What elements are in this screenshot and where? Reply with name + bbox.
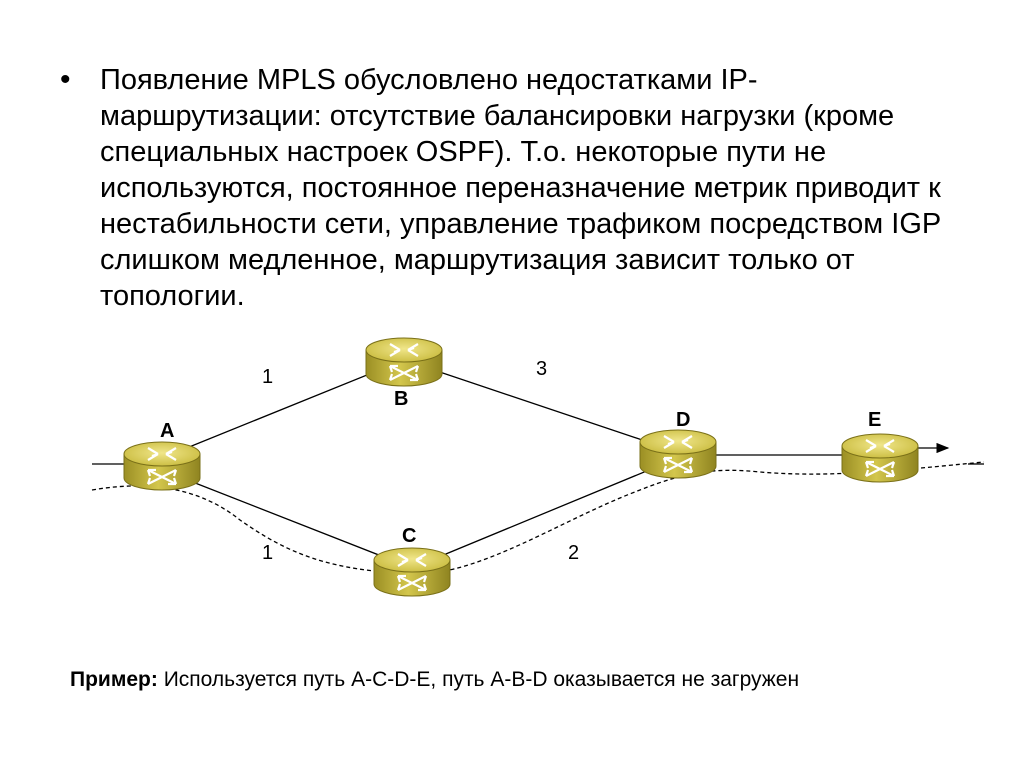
router-label-e: E [868, 409, 881, 431]
router-label-c: C [402, 525, 416, 547]
bullet-symbol: • [60, 63, 71, 96]
router-b [365, 337, 443, 387]
caption: Пример: Используется путь A-C-D-E, путь … [70, 666, 1000, 694]
link-a-c [161, 469, 413, 569]
router-label-a: A [160, 420, 174, 442]
network-diagram: A B C D E 1 3 1 2 [91, 337, 985, 597]
router-a [123, 441, 201, 491]
metric-label-a-c: 1 [262, 542, 273, 564]
router-d [639, 429, 717, 479]
bullet-text: Появление MPLS обусловлено недостатками … [100, 64, 941, 312]
link-b-d [403, 359, 679, 453]
router-label-d: D [676, 409, 690, 431]
link-c-d [411, 457, 679, 569]
metric-label-c-d: 2 [568, 542, 579, 564]
router-label-b: B [394, 388, 408, 410]
metric-label-b-d: 3 [536, 358, 547, 380]
caption-label: Пример: [70, 668, 158, 691]
traffic-path-dashed [91, 461, 985, 575]
router-c [373, 547, 451, 597]
metric-label-a-b: 1 [262, 366, 273, 388]
bullet-item: • Появление MPLS обусловлено недостаткам… [52, 62, 972, 314]
caption-text: Используется путь A-C-D-E, путь A-B-D ок… [157, 668, 800, 691]
link-a-b [161, 359, 405, 459]
router-e [841, 433, 919, 483]
